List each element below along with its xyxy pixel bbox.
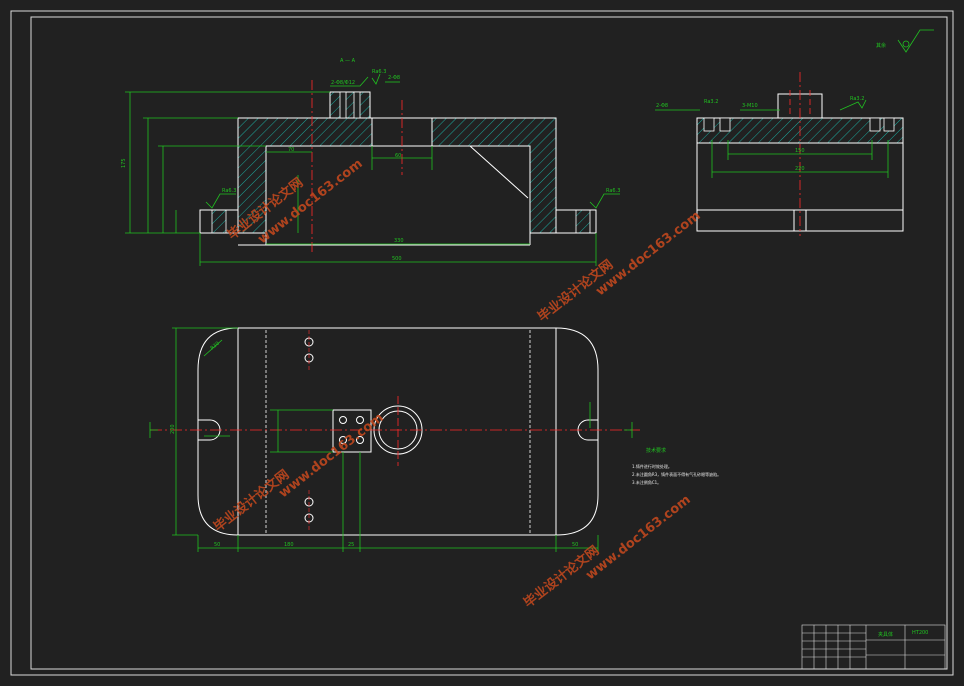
- front-hole-callout: 2-Φ8/Φ12: [331, 80, 355, 86]
- clamp-plate: [332, 409, 372, 453]
- technical-notes: 技术要求 1.铸件进行时效处理。 2.未注圆角R3，铸件表面不得有气孔砂眼等缺陷…: [632, 447, 721, 485]
- plan-bottom-small: 25: [348, 542, 354, 548]
- front-roughness-right: Ra6.3: [606, 188, 620, 194]
- section-label: A — A: [340, 58, 356, 64]
- side-overall-dim: 220: [795, 166, 805, 172]
- plan-bottom-mid: 180: [284, 542, 294, 548]
- front-height: 175: [121, 158, 127, 168]
- front-roughness-top: Ra6.3: [372, 69, 386, 75]
- plan-radius-dim: R30: [209, 341, 220, 352]
- notes-title: 技术要求: [646, 447, 666, 454]
- notes-line-1: 1.铸件进行时效处理。: [632, 463, 672, 469]
- plan-height-dim: 200: [170, 424, 176, 434]
- watermark-cn-3: 毕业设计论文网: [211, 467, 293, 536]
- side-inner-dim: 150: [795, 148, 805, 154]
- watermark-url-4: www.doc163.com: [583, 492, 693, 583]
- title-material: HT200: [912, 630, 928, 636]
- notes-line-3: 3.未注倒角C1。: [632, 479, 661, 485]
- side-callout-right: 3-M10: [742, 103, 758, 109]
- front-left-offset: 70: [288, 147, 294, 153]
- side-roughness-left: Ra3.2: [704, 99, 718, 105]
- title-block: [801, 624, 946, 670]
- watermark-url-2: www.doc163.com: [593, 208, 703, 299]
- left-foot-hatch: [211, 209, 227, 234]
- side-view: 150 220 2-Φ8 Ra3.2 3-M10 Ra3.2: [655, 72, 904, 236]
- front-section-view: A — A: [121, 58, 620, 266]
- front-roughness-left: Ra6.3: [222, 188, 236, 194]
- watermark-url-3: www.doc163.com: [276, 410, 386, 501]
- plan-bottom-right: 50: [572, 542, 578, 548]
- side-callout-left: 2-Φ8: [656, 103, 668, 109]
- front-inner-length: 330: [394, 238, 404, 244]
- top-boss: [329, 91, 371, 119]
- front-slot-width: 60: [395, 153, 401, 159]
- right-foot-hatch: [575, 209, 591, 234]
- sheet-outer-border: [10, 10, 954, 676]
- plan-view: 200 R30 50 180 25 50: [149, 327, 640, 552]
- corner-roughness-symbol: [897, 29, 934, 53]
- notes-line-2: 2.未注圆角R3，铸件表面不得有气孔砂眼等缺陷。: [632, 471, 721, 477]
- front-callout-2: 2-Φ8: [388, 75, 400, 81]
- sheet-inner-border: [30, 16, 948, 670]
- side-roughness-right: Ra3.2: [850, 96, 864, 102]
- title-part-name: 夹具体: [878, 631, 893, 638]
- corner-symbol-label: 其余: [876, 42, 886, 49]
- plan-bottom-left: 50: [214, 542, 220, 548]
- front-overall-length: 500: [392, 256, 402, 262]
